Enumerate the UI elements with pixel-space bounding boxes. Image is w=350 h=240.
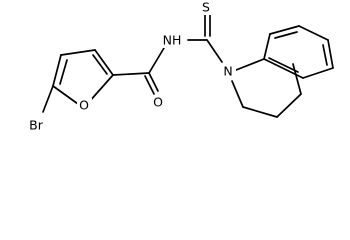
bond-c8-c7 <box>269 25 300 35</box>
atom-furan-oxygen-label: O <box>79 98 89 113</box>
bond-amide-c-o-2 <box>144 75 155 95</box>
bond-aromatic-inner-3 <box>268 57 299 73</box>
bond-c2-c3 <box>242 106 278 118</box>
atom-amide-nh-label: NH <box>163 33 182 48</box>
bond-nh-amide-c <box>148 47 165 74</box>
bond-c4-c4a <box>292 63 302 95</box>
bond-furan-c2-c3-double <box>92 54 108 75</box>
label-background-nh <box>159 33 185 48</box>
atom-sulfur-label: S <box>202 0 210 15</box>
label-background-ring-n <box>220 64 236 79</box>
bond-thioamide-c-ring-n <box>206 39 223 63</box>
chemical-structure: S NH N Br O O <box>24 0 334 133</box>
bond-layer <box>42 12 334 118</box>
bond-c5-c4a <box>302 67 334 79</box>
bond-c4a-c8a <box>263 58 304 79</box>
bond-furan-c4-c5 <box>52 54 62 87</box>
bond-c7-c6 <box>298 25 329 41</box>
atom-bromine-label: Br <box>29 118 44 133</box>
bond-furan-c5-br <box>42 85 54 113</box>
bond-furan-c2-c3 <box>94 49 114 76</box>
label-background-carbonyl-o <box>151 96 166 111</box>
bond-amide-c-furan-c2 <box>112 72 150 76</box>
bond-c8a-c8 <box>263 33 271 60</box>
label-background-br <box>24 118 49 133</box>
bond-furan-c5-o <box>52 85 79 105</box>
bond-amide-c-o-1 <box>148 72 159 92</box>
bond-c3-c4 <box>276 93 302 118</box>
atom-label-layer: S NH N Br O O <box>24 0 236 133</box>
bond-furan-o-c2 <box>88 74 114 103</box>
bond-c6-c5 <box>327 39 334 69</box>
atom-ring-nitrogen-label: N <box>223 64 232 79</box>
label-background-s <box>199 1 213 15</box>
bond-furan-c3-c4 <box>60 49 96 56</box>
atom-carbonyl-oxygen-label: O <box>153 95 163 110</box>
bond-aromatic-inner-1 <box>274 31 298 39</box>
bond-ring-n-c2 <box>231 80 244 108</box>
label-background-furan-o <box>77 98 92 113</box>
bond-aromatic-inner-2 <box>322 44 328 66</box>
bond-furan-c4-c5-double <box>59 59 68 85</box>
bond-ring-n-c8a <box>235 58 265 71</box>
